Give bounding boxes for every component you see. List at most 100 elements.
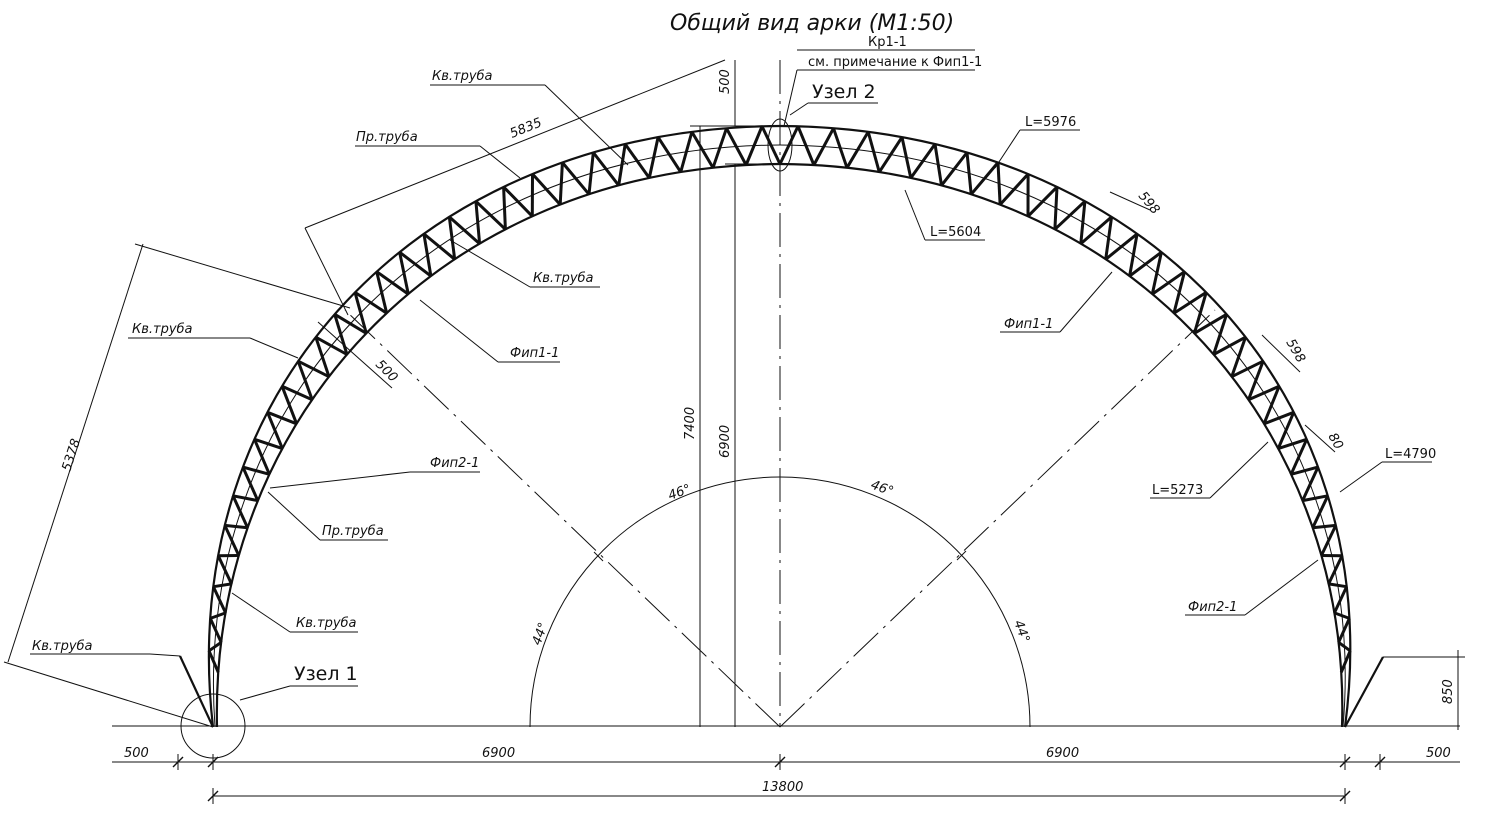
arc-tick-right [956,550,967,561]
dim-500-bottom-right: 500 [1426,746,1451,761]
web-member-11 [232,494,259,503]
web-member-42 [558,162,564,205]
web-member-76 [1247,360,1265,401]
web-member-49 [656,136,682,173]
dim-5378-ext-bot [3,661,214,728]
mid-chord [213,144,1346,728]
web-member-64 [1320,524,1338,557]
web-member-82 [1192,291,1208,334]
web-member-45 [592,151,620,187]
web-member-31 [398,251,432,278]
web-member-34 [447,216,457,260]
dim-5835: 5835 [508,115,544,141]
web-member-46 [617,143,627,186]
web-member-51 [690,131,715,169]
web-member-38 [502,186,507,230]
node2-leader [789,102,809,116]
web-member-67 [1302,494,1329,503]
dim-500-radial [317,321,393,389]
dim-5835-ext [304,227,349,316]
web-member-104 [900,136,913,179]
web-member-73 [1263,410,1295,426]
node1-leader [239,685,291,701]
note-leader [783,69,798,127]
node2-label: Узел 2 [812,81,876,103]
web-member-105 [878,136,904,173]
web-member-27 [354,291,388,315]
web-member-10 [231,495,249,529]
web-member-54 [744,125,764,166]
bottom-dim-ticks [172,754,1386,804]
lattice-web [207,125,1352,673]
web-member-4 [212,586,227,614]
web-member-98 [996,162,1002,205]
label-fip2-left: Фип2-1 [430,456,479,471]
web-member-68 [1301,466,1320,502]
web-member-95 [1026,185,1059,218]
web-member-0 [207,650,220,673]
label-fip2-right: Фип2-1 [1188,600,1237,615]
top-note-label: см. примечание к Фип1-1 [808,55,982,70]
web-member-16 [266,411,284,450]
web-member-44 [587,152,595,195]
web-member-52 [711,127,728,169]
dim-5378-line [7,243,144,663]
web-member-69 [1290,465,1319,476]
web-member-37 [474,200,507,231]
web-member-3 [209,611,227,620]
web-member-15 [254,437,283,451]
web-member-59 [1333,611,1350,620]
web-member-57 [1337,641,1352,653]
web-member-81 [1193,313,1228,335]
web-member-61 [1328,582,1347,589]
web-member-48 [647,136,660,179]
web-member-18 [280,385,298,425]
web-member-14 [253,438,271,475]
dim-500-top: 500 [718,69,733,94]
web-member-26 [353,292,368,334]
angle-44-right: 44° [1010,618,1032,645]
web-member-25 [333,313,368,335]
web-member-103 [909,143,937,179]
web-member-78 [1230,336,1247,378]
web-member-30 [398,251,410,295]
web-member-77 [1231,359,1264,379]
dim-80 [1304,424,1336,453]
drawing-title: Общий вид арки (М1:50) [670,11,954,36]
web-member-47 [623,143,651,179]
label-L5604: L=5604 [930,225,981,240]
web-member-17 [266,410,298,426]
dim-13800: 13800 [762,780,803,795]
web-member-70 [1289,438,1309,475]
dim-598-mid: 598 [1283,337,1308,366]
dim-850: 850 [1441,679,1456,704]
web-member-79 [1212,335,1247,356]
web-member-65 [1312,523,1336,530]
web-member-20 [296,360,314,401]
web-member-72 [1276,411,1296,450]
web-member-85 [1151,270,1186,296]
web-member-55 [760,125,782,165]
label-kv-truba-3: Кв.труба [132,322,193,337]
arc-tick-left [593,551,604,562]
label-kv-truba-4: Кв.труба [296,616,357,631]
label-leaders [30,84,1432,657]
dim-5378-ext-top [134,243,351,309]
dim-7400: 7400 [683,407,698,440]
web-member-22 [314,336,331,378]
node2-marker [767,118,793,172]
web-member-90 [1104,216,1114,260]
web-member-108 [832,127,849,169]
web-member-33 [422,232,456,261]
web-member-43 [561,161,591,196]
web-member-2 [208,617,223,644]
dim-598-top: 598 [1135,189,1162,218]
node1-label: Узел 1 [294,663,358,685]
dim-6900-right: 6900 [1046,746,1079,761]
right-radius [779,309,1216,728]
web-member-24 [333,313,349,355]
label-L5976: L=5976 [1025,115,1076,130]
web-member-88 [1128,233,1139,277]
